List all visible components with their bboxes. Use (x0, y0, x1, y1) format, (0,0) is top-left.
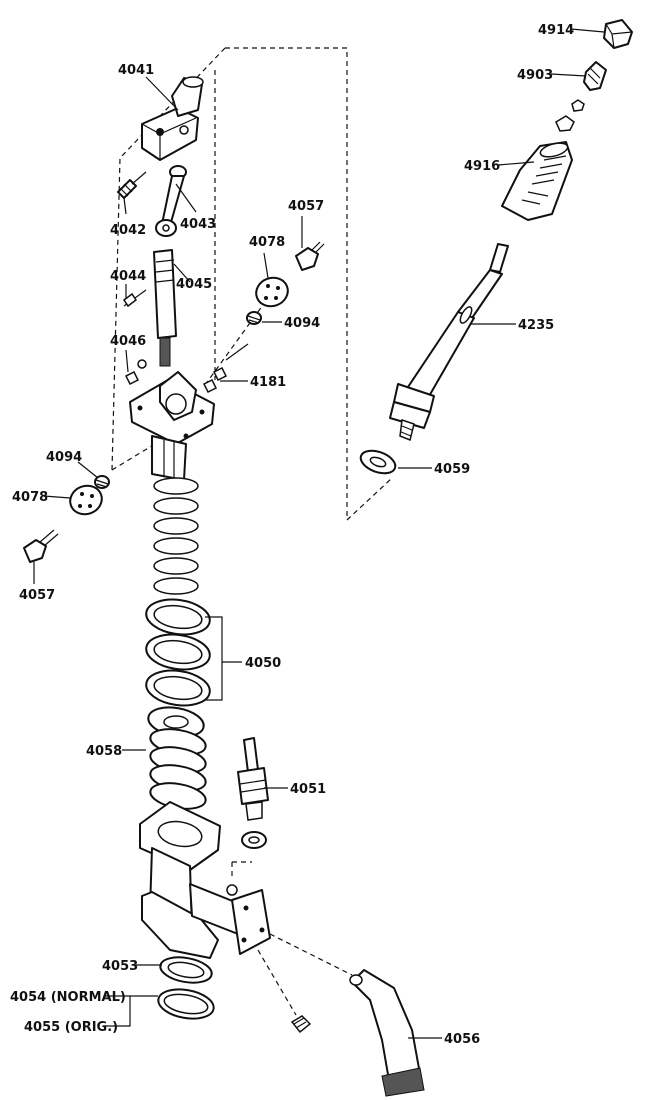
part-4235-stem (389, 243, 509, 442)
label-4235: 4235 (518, 318, 554, 333)
part-4916-housing (501, 141, 573, 221)
part-4094-spring-left (94, 475, 110, 489)
label-4043: 4043 (180, 217, 216, 232)
label-4055: 4055 (ORIG.) (24, 1020, 118, 1035)
part-4041-lever-block (141, 76, 204, 161)
label-4050: 4050 (245, 656, 281, 671)
part-4058-bellows (147, 706, 207, 810)
part-small-screw (290, 1015, 312, 1034)
label-4181: 4181 (250, 375, 286, 390)
part-4094-spring-top (246, 311, 262, 325)
part-4045-plunger (153, 249, 177, 367)
label-4044: 4044 (110, 269, 146, 284)
label-4914: 4914 (538, 23, 574, 38)
leader-lines (33, 28, 605, 1039)
label-4054: 4054 (NORMAL) (10, 990, 126, 1005)
part-4054-4055-gasket (157, 988, 215, 1020)
part-4078-disc-top (255, 276, 289, 308)
part-4057-bolt-top (295, 241, 325, 271)
part-main-spring (153, 477, 199, 595)
part-4181 (202, 343, 249, 394)
label-4903: 4903 (517, 68, 553, 83)
part-4903-adjusting-screw (583, 61, 607, 91)
part-4914-cap (603, 19, 633, 49)
part-pump-body (139, 801, 271, 959)
label-4094-top: 4094 (284, 316, 320, 331)
part-labels: 4914 4903 4916 4235 4059 4041 4043 4042 … (10, 23, 574, 1047)
part-4057-bolt-left (23, 529, 59, 563)
label-4041: 4041 (118, 63, 154, 78)
label-4094-left: 4094 (46, 450, 82, 465)
label-4059: 4059 (434, 462, 470, 477)
label-4057-top: 4057 (288, 199, 324, 214)
label-4053: 4053 (102, 959, 138, 974)
part-4078-disc-left (69, 484, 103, 516)
label-4056: 4056 (444, 1032, 480, 1047)
part-4050-gaskets (145, 598, 211, 707)
label-4078-left: 4078 (12, 490, 48, 505)
label-4916: 4916 (464, 159, 500, 174)
label-4042: 4042 (110, 223, 146, 238)
part-small-nut (555, 99, 585, 132)
part-4053-gasket (159, 956, 213, 984)
part-4051-fitting (237, 737, 269, 849)
label-4045: 4045 (176, 277, 212, 292)
label-4046: 4046 (110, 334, 146, 349)
part-4059-washer (359, 449, 397, 475)
part-4044-pin (122, 289, 147, 308)
label-4078-top: 4078 (249, 235, 285, 250)
label-4051: 4051 (290, 782, 326, 797)
part-4056-hose (349, 969, 425, 1097)
label-4058: 4058 (86, 744, 122, 759)
part-4042-pin (117, 171, 147, 199)
label-4057-left: 4057 (19, 588, 55, 603)
part-cylinder-head (129, 371, 215, 481)
part-4046-balls (124, 359, 147, 386)
